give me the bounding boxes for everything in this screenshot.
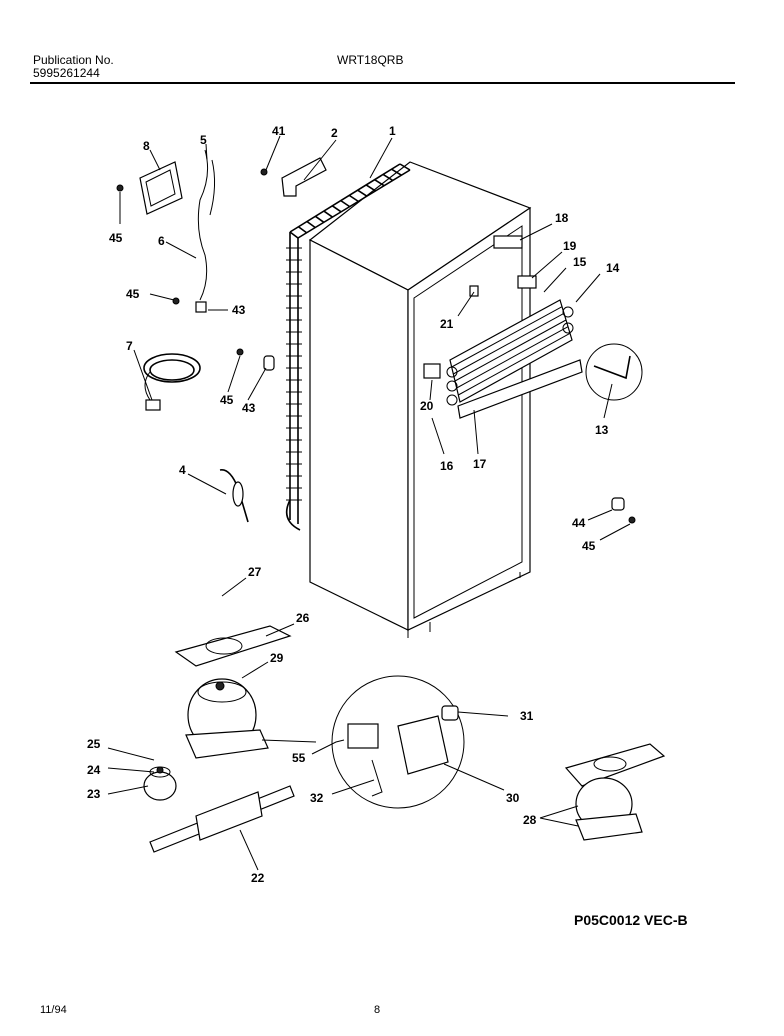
label-part-29: 29: [270, 651, 284, 665]
label-part-5: 5: [200, 133, 207, 147]
label-part-15: 15: [573, 255, 587, 269]
label-part-19: 19: [563, 239, 577, 253]
footer-page-number: 8: [374, 1004, 381, 1016]
label-part-1: 1: [389, 124, 396, 138]
label-part-20: 20: [420, 399, 434, 413]
diagram-code: P05C0012 VEC-B: [574, 912, 688, 928]
clip-part: [263, 355, 275, 371]
label-part-6: 6: [158, 234, 165, 248]
label-part-45d: 45: [582, 539, 596, 553]
label-part-32: 32: [310, 791, 324, 805]
label-part-16: 16: [440, 459, 454, 473]
compressor-base: [149, 785, 295, 853]
publication-label: Publication No.: [33, 53, 114, 67]
screw-parts: [116, 168, 636, 524]
label-part-45a: 45: [109, 231, 123, 245]
label-part-25: 25: [87, 737, 101, 751]
drain-pan: [174, 625, 292, 667]
label-part-13: 13: [595, 423, 609, 437]
label-part-30: 30: [506, 791, 520, 805]
refrigerator-cabinet: [308, 161, 532, 638]
label-part-24: 24: [87, 763, 101, 777]
evaporator-cover-part: [139, 161, 183, 215]
label-part-17: 17: [473, 457, 487, 471]
label-part-55: 55: [292, 751, 306, 765]
label-part-14: 14: [606, 261, 620, 275]
footer-date: 11/94: [40, 1004, 67, 1016]
label-part-31: 31: [520, 709, 534, 723]
label-part-21: 21: [440, 317, 454, 331]
thermostat-part: [423, 235, 537, 379]
label-part-26: 26: [296, 611, 310, 625]
model-number: WRT18QRB: [337, 53, 404, 67]
publication-number: 5995261244: [33, 66, 100, 80]
right-clip-part: [611, 497, 625, 511]
bracket-part: [281, 157, 327, 197]
condenser-coil: [285, 163, 411, 531]
label-part-7: 7: [126, 339, 133, 353]
defrost-heater-detail: [585, 343, 643, 401]
header-rule: [30, 82, 735, 84]
relay-detail: [331, 675, 465, 809]
label-part-43b: 43: [242, 401, 256, 415]
label-part-43a: 43: [232, 303, 246, 317]
drain-tube: [219, 469, 249, 523]
part-labels: 1 2 41 8 5 45 6 45 43 7 45 43 4 18 19 15…: [87, 124, 620, 885]
wiring-harness: [195, 149, 216, 313]
power-cord: [143, 353, 201, 411]
grommet-parts: [143, 766, 177, 801]
label-part-18: 18: [555, 211, 569, 225]
label-part-44: 44: [572, 516, 586, 530]
label-part-23: 23: [87, 787, 101, 801]
compressor: [185, 678, 269, 759]
label-part-8: 8: [143, 139, 150, 153]
alternate-compressor: [564, 743, 666, 841]
label-part-4: 4: [179, 463, 186, 477]
label-part-41: 41: [272, 124, 286, 138]
label-part-45b: 45: [126, 287, 140, 301]
label-part-45c: 45: [220, 393, 234, 407]
label-part-28: 28: [523, 813, 537, 827]
label-part-2: 2: [331, 126, 338, 140]
evaporator-coil: [446, 299, 583, 419]
label-part-27: 27: [248, 565, 262, 579]
leader-lines: [107, 135, 631, 871]
label-part-22: 22: [251, 871, 265, 885]
